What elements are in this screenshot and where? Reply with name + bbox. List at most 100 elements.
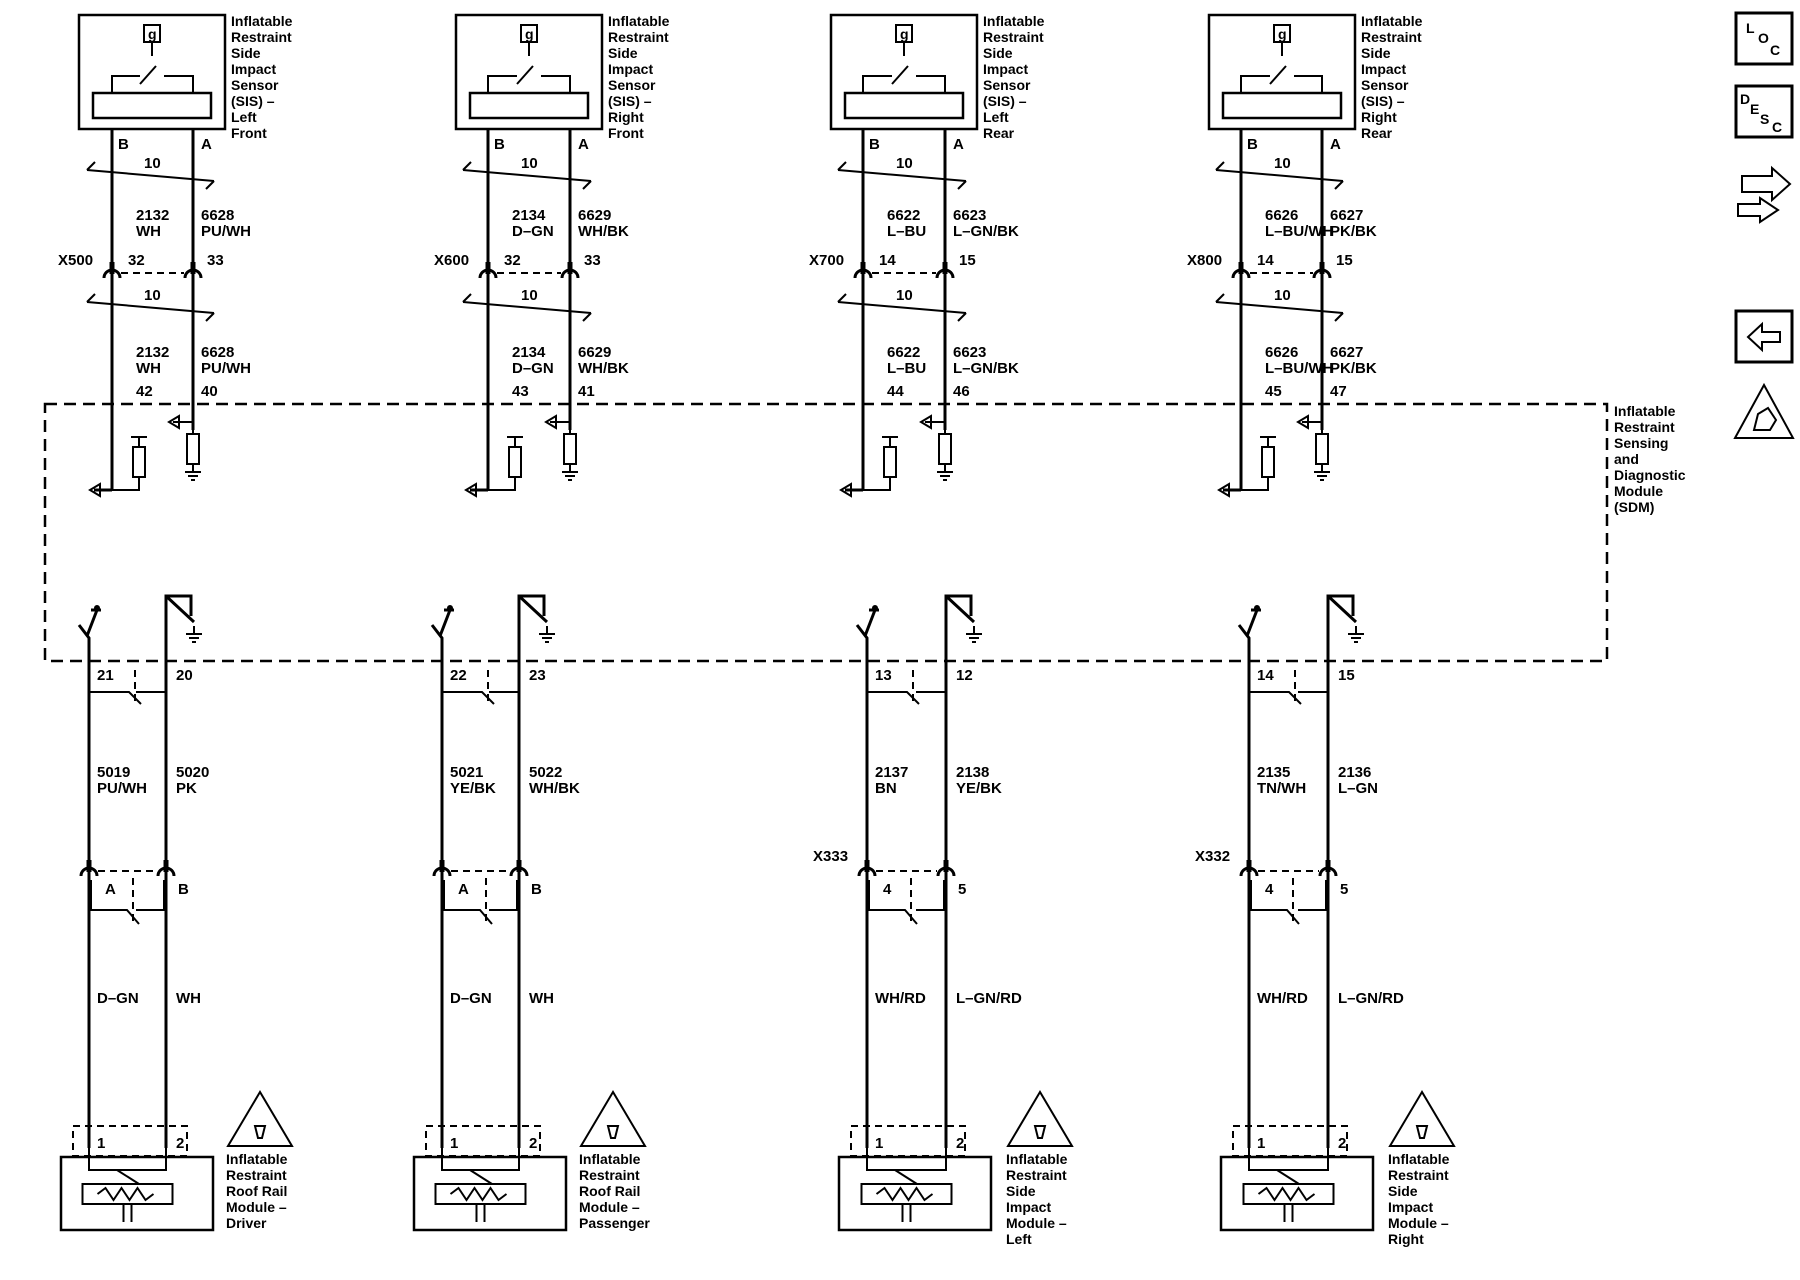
sensor-name: (SIS) – [608, 93, 652, 109]
wire-color: WH/BK [529, 780, 580, 797]
connector-pin [567, 262, 573, 274]
sensor-name: Sensor [231, 77, 279, 93]
warning-triangle [226, 1090, 294, 1147]
sensor-column-4: gInflatableRestraintSideImpactSensor(SIS… [1187, 13, 1423, 498]
connector-shorting-bar [1298, 880, 1327, 911]
connector-shorting-bar [916, 880, 945, 911]
sensor-pin-a: A [1330, 136, 1341, 153]
connector-end-view-icon[interactable] [1737, 165, 1792, 224]
squib-resistor [81, 1183, 174, 1205]
circuit-number: 6626 [1265, 344, 1298, 361]
sensor-pin-b: B [869, 136, 880, 153]
back-button-frame[interactable] [1734, 309, 1794, 364]
sensor-name: Sensor [1361, 77, 1409, 93]
harness-gauge-tick [462, 293, 472, 303]
loc-button-frame[interactable] [1734, 11, 1794, 66]
connector-pin-number: 33 [207, 252, 224, 269]
module-pin-number: 1 [875, 1135, 883, 1152]
connector-pin [190, 262, 196, 274]
back-arrow-icon[interactable] [1734, 309, 1794, 364]
circuit-number: 6622 [887, 207, 920, 224]
resistor [938, 433, 952, 465]
wire-color: PU/WH [201, 223, 251, 240]
harness-gauge-tick [1215, 161, 1225, 171]
module-pin-number: 2 [1338, 1135, 1346, 1152]
sdm-pin-number: 12 [956, 667, 973, 684]
loc-button[interactable]: LOC [1734, 11, 1794, 66]
desc-button-frame[interactable] [1734, 84, 1794, 139]
wire-color: WH/RD [1257, 990, 1308, 1007]
harness-gauge: 10 [521, 287, 538, 304]
ground-icon [1348, 626, 1364, 643]
warning-mark [606, 1125, 620, 1139]
sdm-supply [131, 436, 147, 447]
sdm-pin-number: 46 [953, 383, 970, 400]
sensor-name: Sensor [983, 77, 1031, 93]
sdm-pin-number: 14 [1257, 667, 1274, 684]
airbag-warning-icon [1388, 1090, 1456, 1147]
loc-letter: L [1746, 20, 1755, 36]
module-loop [1248, 1148, 1329, 1171]
loc-letter: C [1770, 42, 1780, 58]
warning-mark [252, 1112, 268, 1128]
module-name: Module – [1006, 1215, 1067, 1231]
module-name: Inflatable [579, 1151, 641, 1167]
resistor [883, 446, 897, 478]
wire-color: L–BU/WH [1265, 360, 1333, 377]
squib-resistor [860, 1183, 953, 1205]
sensor-name: Rear [1361, 125, 1393, 141]
arrow-icon [544, 414, 557, 430]
inline-connector [1231, 262, 1332, 279]
wire-color: L–BU/WH [1265, 223, 1333, 240]
connector-pin [943, 860, 949, 872]
inline-connector [857, 860, 956, 877]
sdm-low-switch [517, 594, 549, 680]
shorting-bar [916, 676, 947, 693]
sensor-name: Restraint [608, 29, 669, 45]
arrow-icon [167, 414, 180, 430]
sensor-column-1: gInflatableRestraintSideImpactSensor(SIS… [58, 13, 293, 498]
connector-pin-number: 33 [584, 252, 601, 269]
circuit-number: 2138 [956, 764, 989, 781]
sensor-element [468, 91, 590, 120]
esd-warning-icon[interactable] [1733, 382, 1795, 439]
connector-shorting-bar [1250, 880, 1300, 925]
circuit-number: 6628 [201, 344, 234, 361]
sdm-low-switch [1326, 594, 1358, 680]
resistor [186, 433, 200, 465]
connector-pin-number: B [178, 881, 189, 898]
resistor [563, 433, 577, 465]
sensor-name: Impact [608, 61, 653, 77]
wire-color: TN/WH [1257, 780, 1306, 797]
warning-mark [605, 1112, 621, 1128]
squib-switch [469, 1169, 493, 1185]
harness-gauge-tick [1334, 312, 1344, 322]
side-impact-sensor: g [829, 13, 979, 131]
circuit-number: 2137 [875, 764, 908, 781]
wire-color: PK/BK [1330, 223, 1377, 240]
sensor-name: Inflatable [608, 13, 670, 29]
sdm-pin-number: 40 [201, 383, 218, 400]
module-name: Restraint [1388, 1167, 1449, 1183]
sensor-g-letter: g [148, 26, 157, 42]
circuit-number: 2134 [512, 207, 546, 224]
squib-lead [475, 1204, 486, 1222]
harness-gauge-tick [582, 312, 592, 322]
sensor-name: Impact [1361, 61, 1406, 77]
desc-letter: S [1760, 111, 1769, 127]
sdm-label: Module [1614, 483, 1663, 499]
wire-color: L–BU [887, 223, 926, 240]
warning-triangle [1388, 1090, 1456, 1147]
connector-pin-number: A [105, 881, 116, 898]
sensor-switch [487, 65, 571, 92]
connector-id: X800 [1187, 252, 1222, 269]
module-name: Impact [1388, 1199, 1433, 1215]
connector-pin-number: A [458, 881, 469, 898]
harness-gauge-line [462, 169, 592, 182]
sdm-pin-number: 20 [176, 667, 193, 684]
